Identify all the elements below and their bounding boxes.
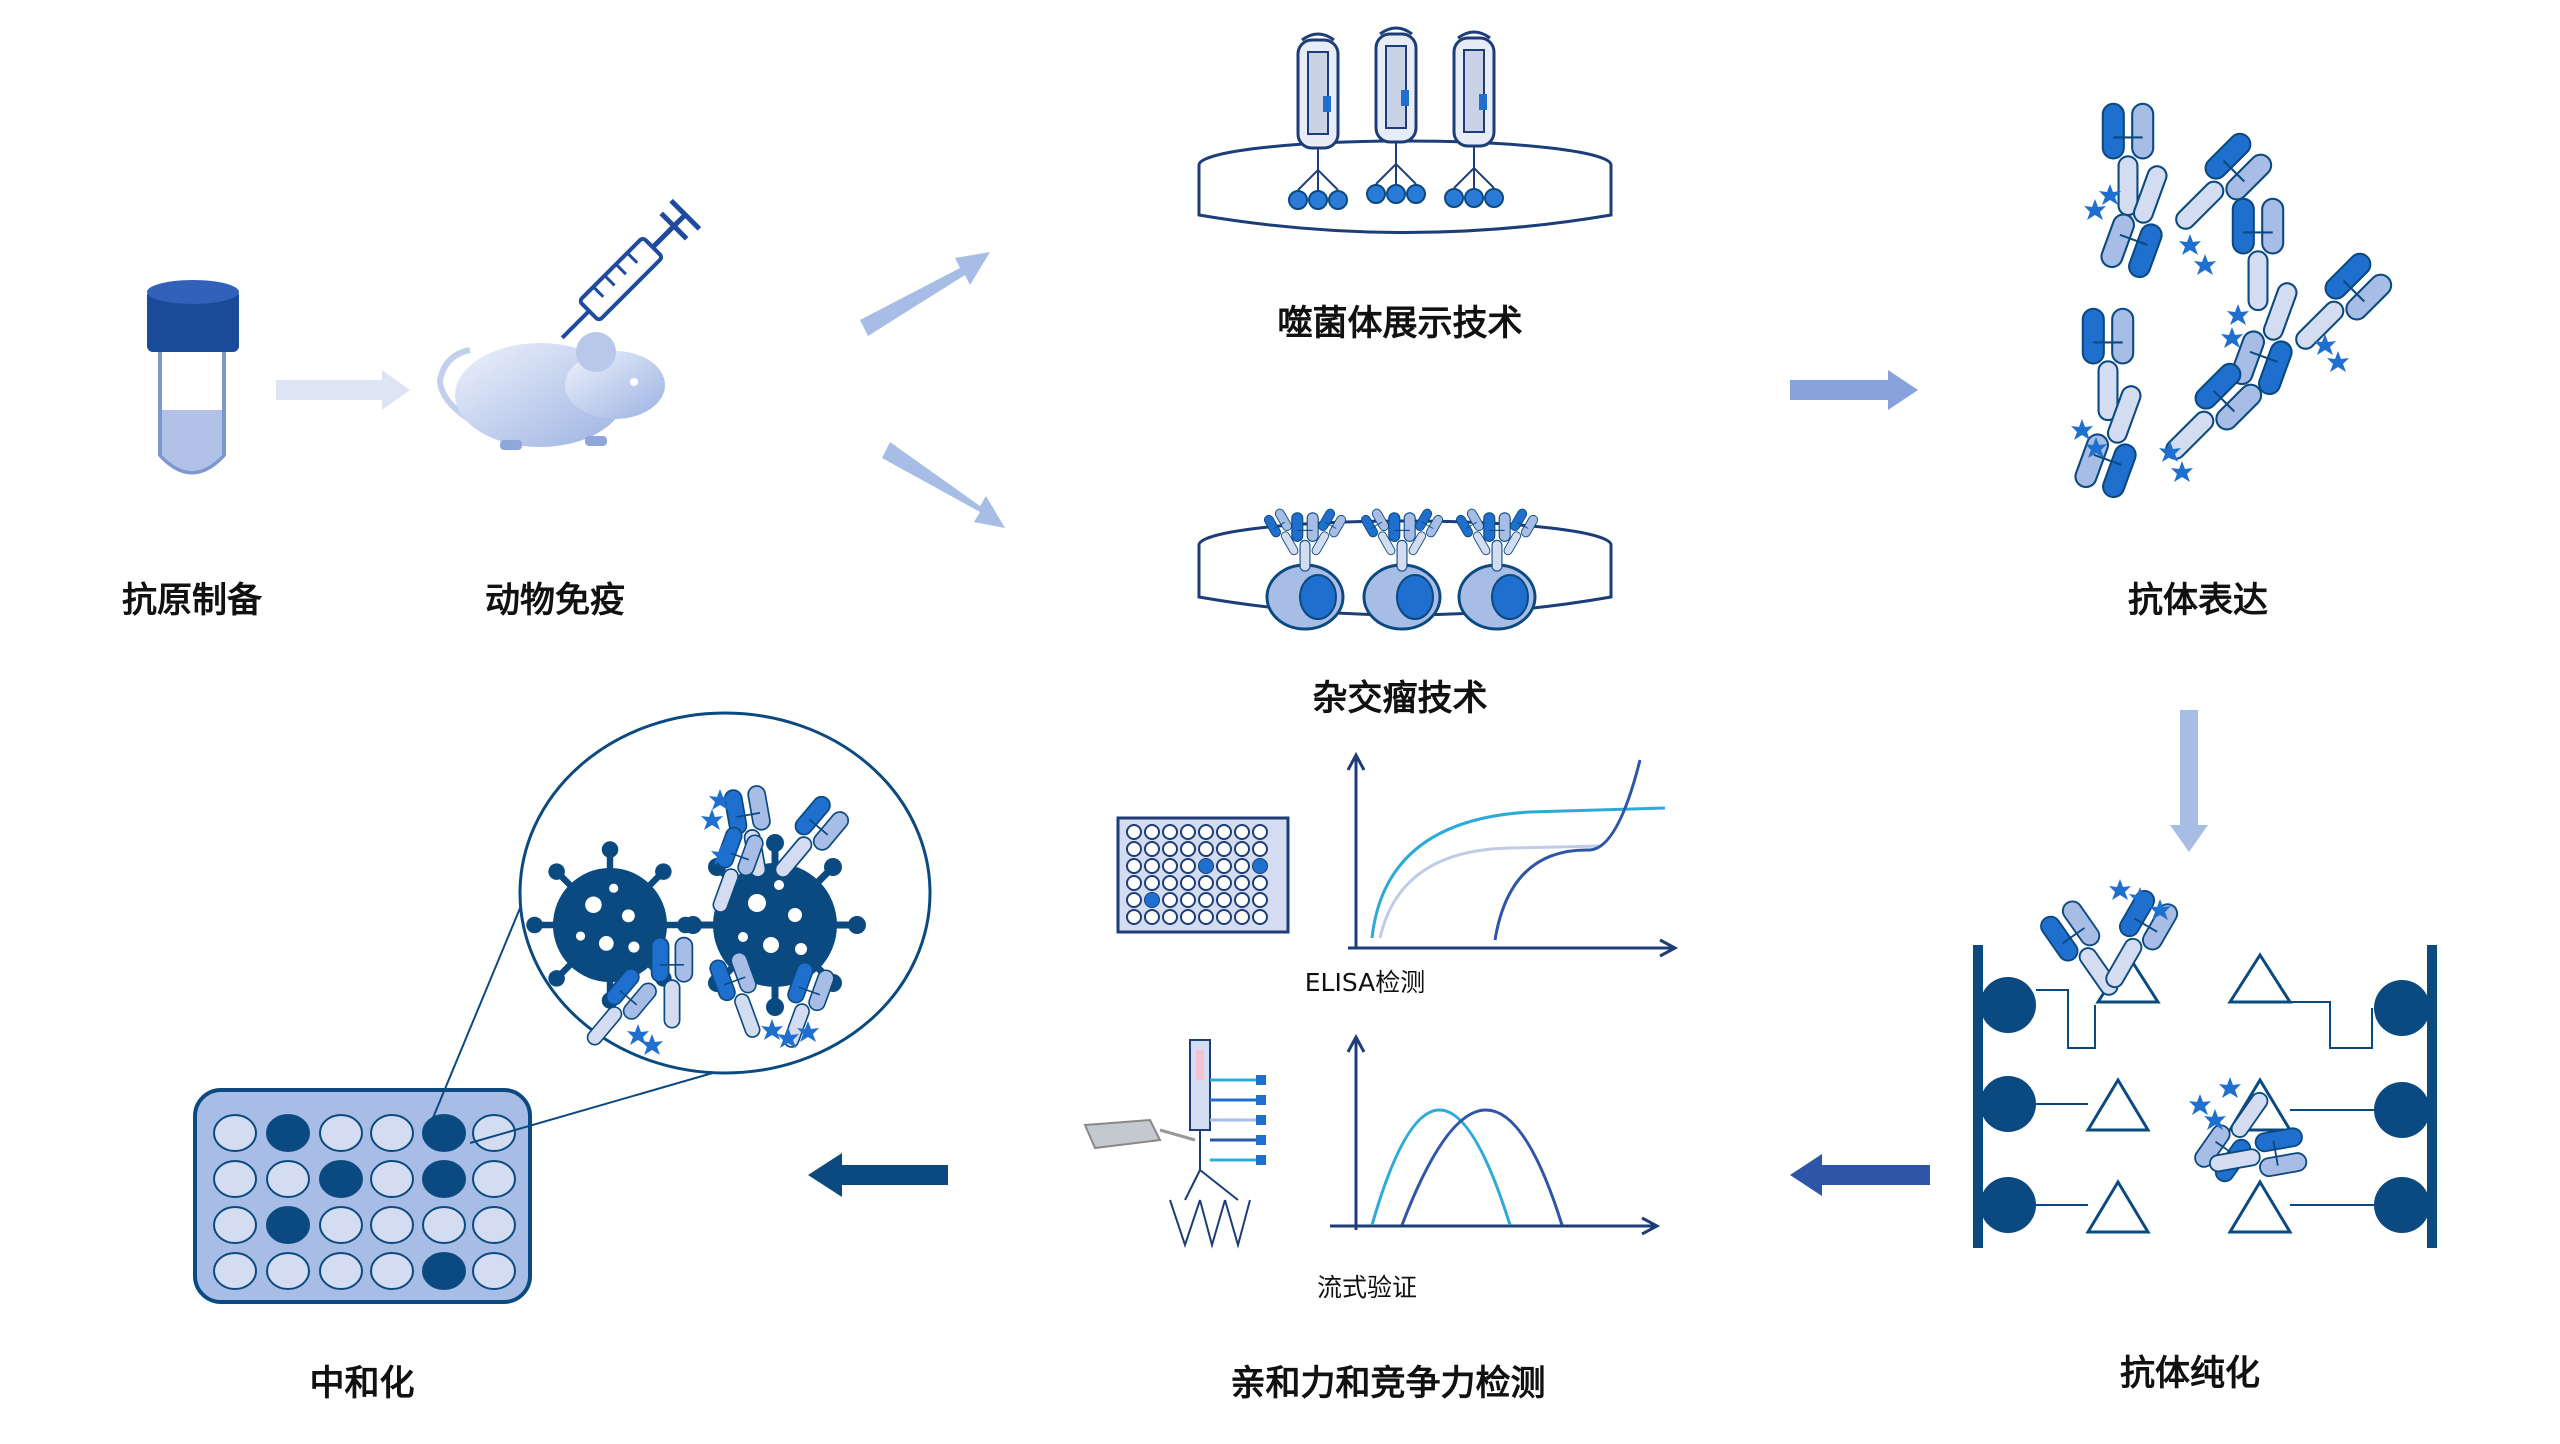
label-elisa: ELISA检测 <box>1304 968 1426 997</box>
arrow-left-1 <box>1790 1154 1930 1196</box>
arrow-down-right <box>882 442 1005 528</box>
phage-icon <box>1288 26 1505 210</box>
arrow-up-right <box>860 252 990 336</box>
arrow-down <box>2170 710 2208 852</box>
label-affinity: 亲和力和竞争力检测 <box>1230 1364 1546 1404</box>
purification-column-icon <box>1973 879 2437 1248</box>
label-flow: 流式验证 <box>1316 1273 1418 1302</box>
neutralization-plate-icon <box>193 859 731 1304</box>
zoom-circle-icon <box>518 711 932 1075</box>
elisa-chart-icon <box>1346 751 1679 958</box>
syringe-icon <box>560 198 702 340</box>
phage-display-dish-icon <box>1197 26 1613 234</box>
label-hybridoma: 杂交瘤技术 <box>1312 679 1488 719</box>
arrow-left-2 <box>808 1153 948 1197</box>
label-antigen-prep: 抗原制备 <box>121 581 263 621</box>
label-neutralization: 中和化 <box>309 1364 415 1404</box>
antibody-cluster-icon <box>2071 102 2397 502</box>
elisa-plate-icon <box>1116 816 1290 934</box>
arrow-right-2 <box>1790 370 1918 410</box>
flow-chart-icon <box>1330 1033 1661 1236</box>
label-immunization: 动物免疫 <box>484 581 626 621</box>
hybridoma-cell-icon <box>1262 507 1540 631</box>
label-expression: 抗体表达 <box>2127 581 2269 621</box>
label-phage-display: 噬菌体展示技术 <box>1277 304 1523 344</box>
flow-cytometer-icon <box>1083 1039 1266 1249</box>
antigen-tube-icon <box>147 280 239 475</box>
arrow-right-1 <box>276 370 410 410</box>
hybridoma-dish-icon <box>1197 507 1613 631</box>
mouse-icon <box>436 332 665 450</box>
label-purification: 抗体纯化 <box>2119 1354 2261 1394</box>
